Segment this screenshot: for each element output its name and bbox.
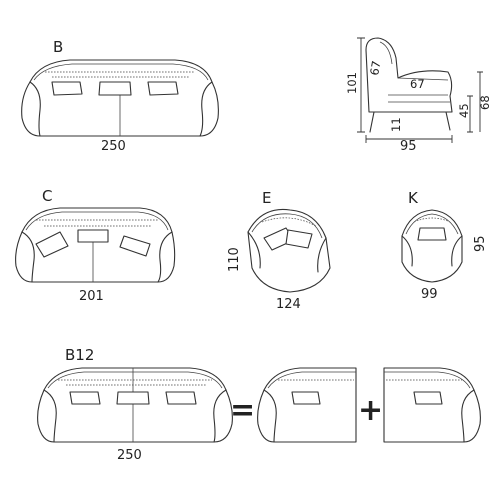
model-c-sofa: C 201 bbox=[15, 187, 176, 304]
side-arm-height: 68 bbox=[478, 95, 492, 110]
model-e-width: 124 bbox=[276, 297, 301, 312]
side-seat-depth: 67 bbox=[410, 77, 425, 91]
plus-sign: + bbox=[358, 393, 383, 428]
model-e-chair: E 110 124 bbox=[227, 189, 331, 312]
side-back-angle: 67 bbox=[367, 60, 383, 77]
model-k-depth: 95 bbox=[473, 235, 488, 252]
equals-sign: = bbox=[230, 393, 255, 428]
model-k-label: K bbox=[408, 189, 419, 207]
side-depth: 95 bbox=[400, 139, 417, 154]
model-b12-label: B12 bbox=[65, 346, 94, 364]
side-total-height: 101 bbox=[345, 72, 359, 94]
model-b-sofa: B 250 bbox=[21, 38, 219, 154]
side-leg-height: 11 bbox=[389, 117, 403, 132]
side-seat-height: 45 bbox=[457, 103, 471, 118]
model-c-label: C bbox=[42, 187, 52, 205]
model-b12-width: 250 bbox=[117, 448, 142, 463]
model-e-label: E bbox=[262, 189, 271, 207]
model-c-width: 201 bbox=[79, 289, 104, 304]
model-e-depth: 110 bbox=[227, 247, 242, 272]
model-b-label: B bbox=[53, 38, 63, 56]
model-b-width: 250 bbox=[101, 139, 126, 154]
side-view-profile: 101 67 67 45 68 11 95 bbox=[345, 37, 492, 154]
model-b12-sofa: B12 250 = + bbox=[37, 346, 481, 463]
model-k-width: 99 bbox=[421, 287, 438, 302]
model-k-chair: K 95 99 bbox=[401, 189, 488, 302]
